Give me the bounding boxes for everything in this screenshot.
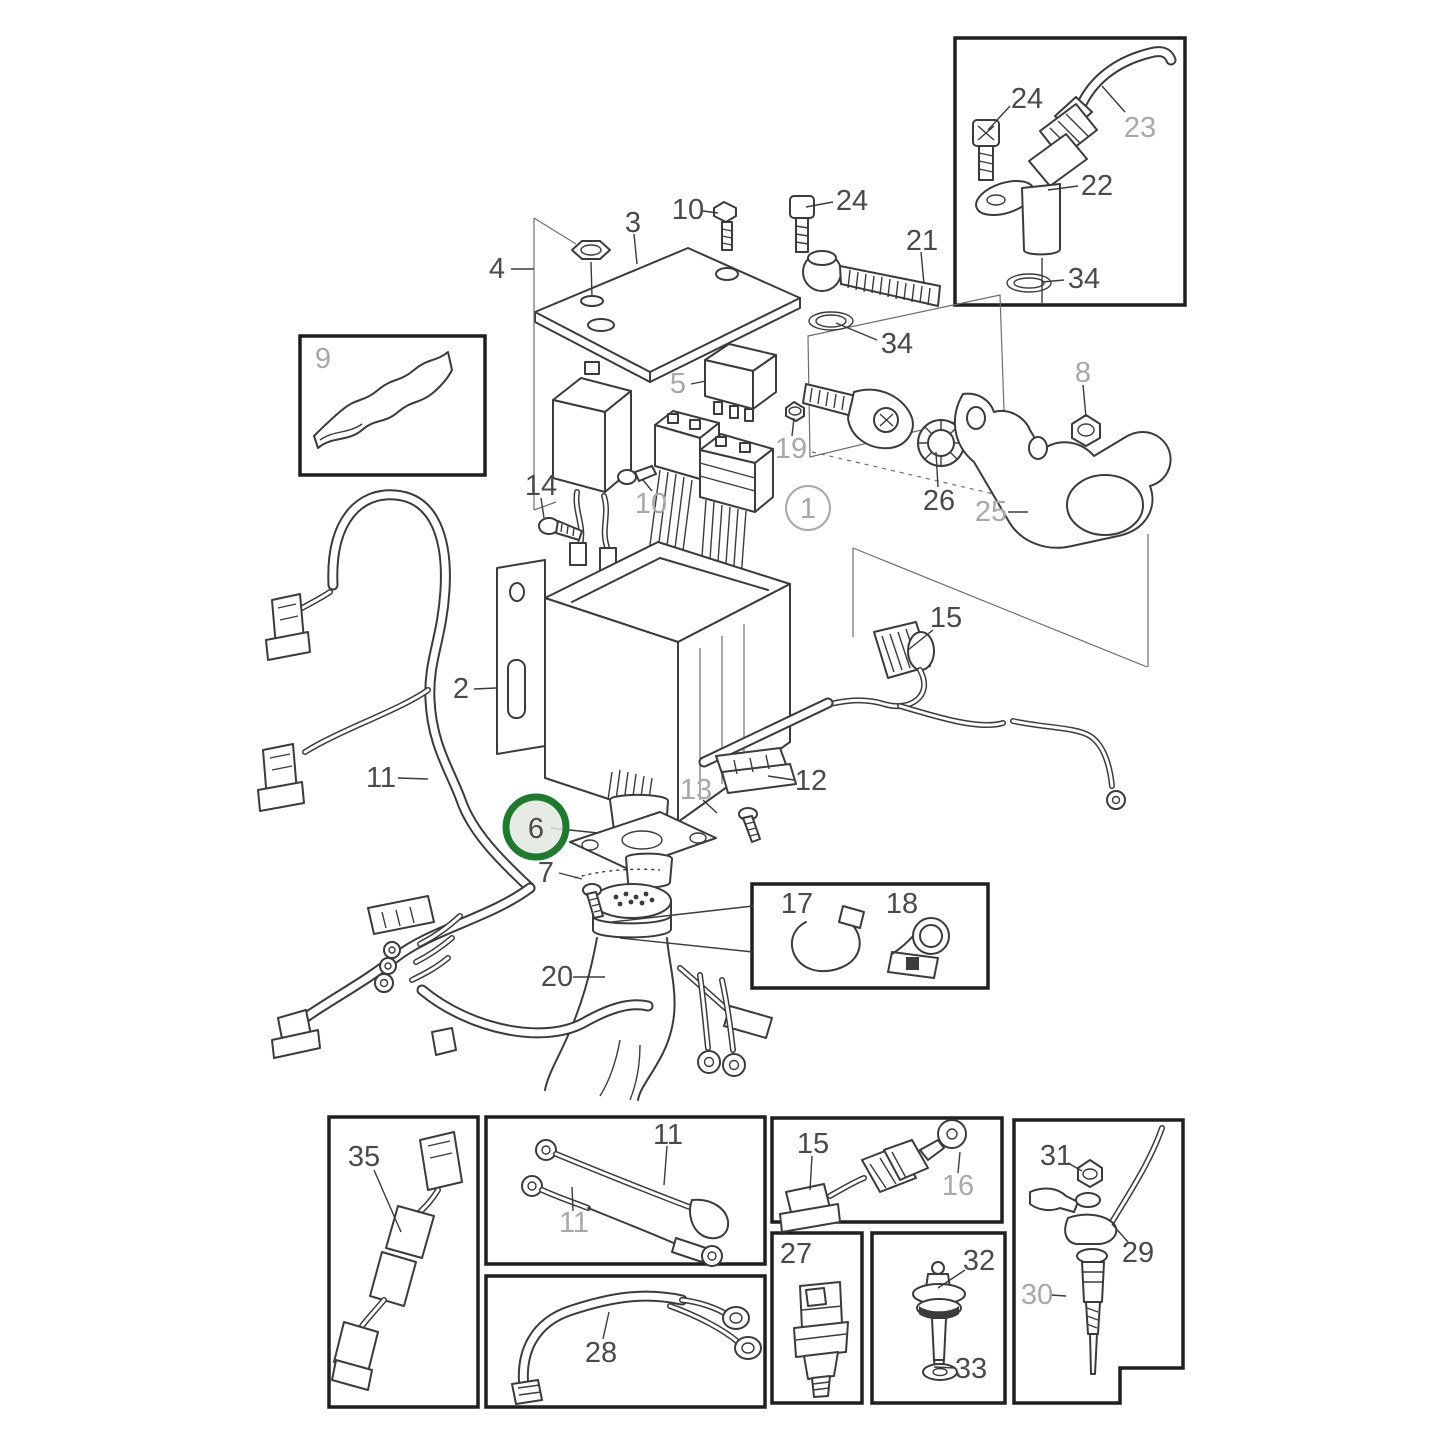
part-label-29[interactable]: 29 [1122,1237,1154,1269]
part-label-32[interactable]: 32 [963,1245,995,1277]
part-label-18[interactable]: 18 [886,888,918,920]
flat-connector-4pin [367,895,435,935]
nut-19 [785,401,805,422]
flat-connector-right [723,1005,773,1039]
bolt-14 [538,517,583,541]
part-label-4[interactable]: 4 [489,253,505,285]
connector-lower-left [257,743,305,812]
bolt-24-inset [972,119,1000,181]
part-label-1[interactable]: 1 [800,493,816,525]
part-label-17[interactable]: 17 [781,888,813,920]
control-module [533,217,632,571]
part-label-11-main[interactable]: 11 [366,762,396,794]
part-label-14[interactable]: 14 [525,470,557,502]
bracket-25 [953,392,1172,549]
gasket-9 [313,351,453,449]
part-label-10-top[interactable]: 10 [672,194,704,226]
part-label-5[interactable]: 5 [670,368,686,400]
part-label-26[interactable]: 26 [923,485,955,517]
part-label-33[interactable]: 33 [955,1353,987,1385]
cover-plate-assembly [534,201,801,383]
part-label-15-main[interactable]: 15 [930,602,962,634]
part-label-24-top[interactable]: 24 [836,185,868,217]
grommet-flange-6 [569,811,717,870]
nut-4 [571,240,611,298]
part-label-19[interactable]: 19 [775,433,807,465]
connector-upper-left [265,593,311,661]
part-label-6[interactable]: 6 [528,813,544,845]
screw-7 [582,883,604,919]
inset-box-35 [327,1115,480,1409]
part-label-27[interactable]: 27 [780,1238,812,1270]
bolt-small-10 [617,465,657,485]
part-label-16[interactable]: 16 [942,1170,974,1202]
harness-11-loop [257,489,536,894]
mini-connector [431,1027,457,1056]
inset-box-11 [484,1115,767,1266]
part-label-7[interactable]: 7 [538,857,554,889]
part-label-34-main[interactable]: 34 [881,328,913,360]
part-label-8[interactable]: 8 [1075,357,1091,389]
sensor-wire-15 [698,621,1126,810]
part-label-25[interactable]: 25 [975,496,1007,528]
inset-box-28 [484,1274,767,1409]
callout-circle-1 [785,485,831,531]
part-label-9[interactable]: 9 [315,343,331,375]
inset-35-sensor-cable [331,1131,463,1391]
linkage-and-bracket [789,195,1172,549]
inset-32-33-sender [912,1261,966,1381]
highlight-ring-part-6[interactable] [502,793,570,861]
harness-grommet-and-trunk [544,769,717,1101]
sensor-22-assembly [972,46,1177,303]
junction-box-2 [496,541,791,823]
connector-bottom-left [271,1009,321,1059]
bolt-24-top [789,195,815,253]
inset-box-clamps-17-18 [750,882,990,990]
part-label-31[interactable]: 31 [1040,1140,1072,1172]
inset-box-29-30-31 [1012,1118,1185,1405]
harness-bottom [271,882,773,1077]
part-label-3[interactable]: 3 [625,207,641,239]
part-label-12[interactable]: 12 [795,765,827,797]
part-label-22[interactable]: 22 [1081,170,1113,202]
part-label-20[interactable]: 20 [541,961,573,993]
inset-11-cables [521,1139,730,1267]
inset-box-32-33 [870,1231,1007,1405]
inset-box-gasket-9 [298,334,487,477]
inset-frames [298,36,1187,1409]
part-label-21[interactable]: 21 [906,225,938,257]
inset-27-switch [793,1281,849,1398]
part-label-30[interactable]: 30 [1021,1279,1053,1311]
part-label-28[interactable]: 28 [585,1337,617,1369]
inset-box-sensor-22 [953,36,1187,307]
part-label-34-inset[interactable]: 34 [1068,263,1100,295]
inset-box-27 [770,1231,864,1405]
cable-clamps-17-18 [790,905,950,979]
part-label-10-mid[interactable]: 10 [635,488,667,520]
inset-glow-plug [1029,1125,1165,1375]
part-label-23[interactable]: 23 [1124,112,1156,144]
part-number-labels: 24 23 22 34 10 3 24 4 21 34 8 9 5 19 14 10 1 26 25 15 2 11 12 1… [315,83,1156,1385]
part-label-11-box[interactable]: 11 [653,1119,683,1151]
part-label-11-box-gray[interactable]: 11 [559,1207,589,1239]
inset-box-15-16 [770,1116,1004,1224]
inset-28-harness [511,1290,762,1405]
part-label-15-box[interactable]: 15 [797,1128,829,1160]
leader-lines [373,85,1129,1369]
connector-12-screws [582,747,797,919]
part-label-13[interactable]: 13 [680,774,712,806]
relay-and-connectors [617,343,805,594]
part-label-35[interactable]: 35 [348,1141,380,1173]
screw-13 [738,807,761,843]
inset-15-16-sensor [779,1119,967,1233]
part-label-24-inset[interactable]: 24 [1011,83,1043,115]
bolt-10 [713,201,737,251]
nut-8 [1071,414,1101,447]
part-label-2[interactable]: 2 [453,673,469,705]
